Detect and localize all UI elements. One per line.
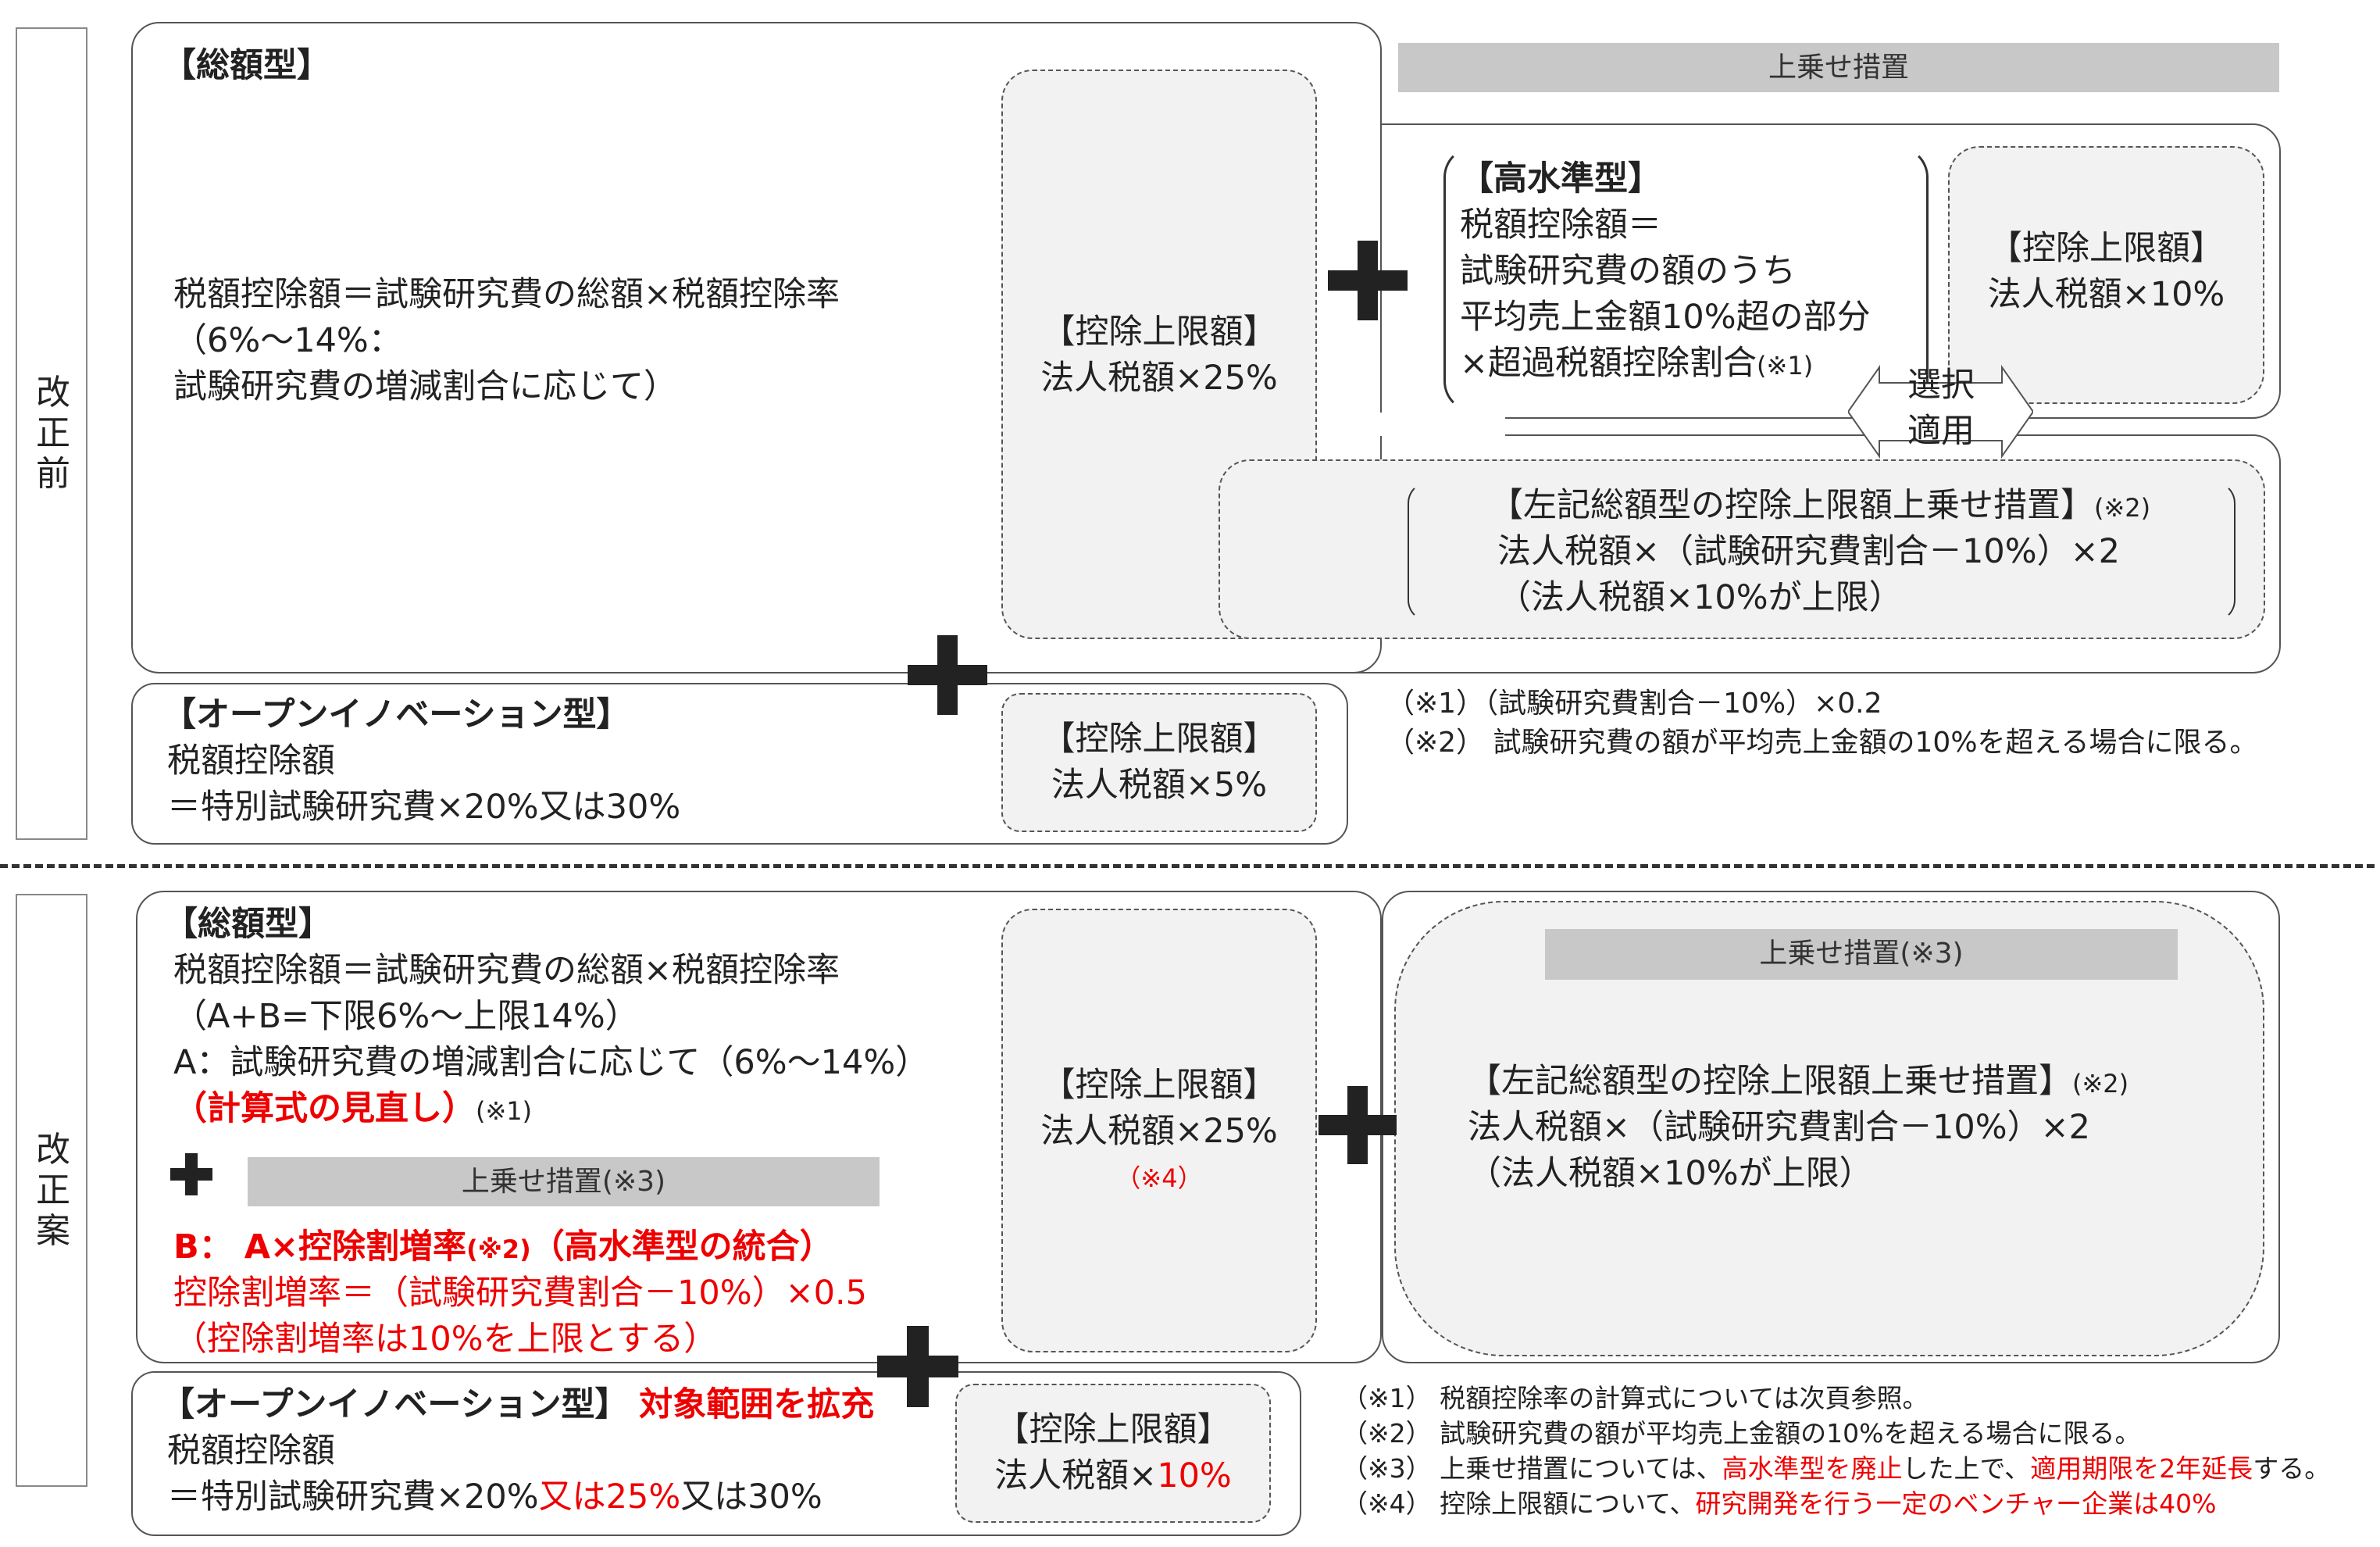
open-line: 税額控除額 <box>167 741 335 781</box>
addon-line: 法人税額×（試験研究費割合－10%）×2 <box>1468 1108 2090 1147</box>
after-footnote: （※3） 上乗せ措置については、高水準型を廃止した上で、適用期限を2年延長する。 <box>1342 1451 2330 1486</box>
cap-title: 【控除上限額】 <box>1041 1066 1277 1105</box>
after-total-line: （計算式の見直し）(※1) <box>173 1086 532 1134</box>
cap-note: （※4） <box>1115 1163 1203 1193</box>
t: した上で、 <box>1902 1453 2031 1484</box>
after-total-line: （A+B=下限6%～上限14%） <box>173 997 639 1036</box>
t: する。 <box>2253 1453 2331 1484</box>
b-text2: （高水準型の統合） <box>530 1227 833 1267</box>
after-total-b3: （控除割増率は10%を上限とする） <box>173 1320 718 1359</box>
open-expansion: 対象範囲を拡充 <box>639 1385 875 1424</box>
t: ＝特別試験研究費×20% <box>167 1477 539 1517</box>
addon-line: 法人税額×（試験研究費割合－10%）×2 <box>1497 532 2120 571</box>
t-red: 10% <box>1157 1456 1232 1495</box>
cap-title: 【控除上限額】 <box>995 1410 1231 1449</box>
select-arrow-icon <box>1848 364 2033 459</box>
high-level-line: 試験研究費の額のうち <box>1460 252 1796 291</box>
after-total-line: A：試験研究費の増減割合に応じて（6%～14%） <box>173 1043 930 1082</box>
high-level-line: ×超過税額控除割合(※1) <box>1460 341 1813 389</box>
after-label-box: 改正案 <box>16 894 87 1487</box>
note: (※1) <box>476 1096 533 1126</box>
high-level-line: 平均売上金額10%超の部分 <box>1460 298 1871 337</box>
after-total-line: 税額控除額＝試験研究費の総額×税額控除率 <box>173 951 840 990</box>
note: (※2) <box>466 1234 531 1264</box>
addon-note: (※2) <box>2094 493 2151 523</box>
after-footnote: （※4） 控除上限額について、研究開発を行う一定のベンチャー企業は40% <box>1342 1486 2217 1521</box>
select-label: 選択 <box>1907 366 1975 405</box>
after-cap10-box: 【控除上限額】 法人税額×10% <box>955 1384 1271 1523</box>
before-footnote: （※1）（試験研究費割合－10%）×0.2 <box>1386 688 1882 720</box>
before-label-box: 改正前 <box>16 27 87 840</box>
t-red: 研究開発を行う一定のベンチャー企業は40% <box>1695 1488 2217 1519</box>
bracket <box>1408 481 2235 622</box>
t: 又は30% <box>680 1477 822 1517</box>
after-surcharge-bar: 上乗せ措置(※3) <box>1545 929 2178 980</box>
after-footnote: （※1） 税額控除率の計算式については次頁参照。 <box>1342 1383 1929 1413</box>
plus-icon <box>908 635 987 715</box>
before-surcharge-bar: 上乗せ措置 <box>1398 43 2279 92</box>
after-addon-box: 上乗せ措置(※3) 【左記総額型の控除上限額上乗せ措置】(※2) 法人税額×（試… <box>1394 901 2264 1356</box>
connector-mask <box>1380 413 1505 436</box>
addon-line: （法人税額×10%が上限） <box>1468 1154 1873 1193</box>
addon-line: （法人税額×10%が上限） <box>1497 578 1903 617</box>
after-surcharge-bar-left: 上乗せ措置(※3) <box>248 1157 880 1206</box>
plus-icon <box>170 1153 212 1195</box>
before-total-line: 税額控除額＝試験研究費の総額×税額控除率 <box>173 275 840 314</box>
after-label: 改正案 <box>36 1130 70 1251</box>
before-total-line: （6%～14%： <box>173 321 402 360</box>
after-total-b2: 控除割増率＝（試験研究費割合－10%）×0.5 <box>173 1274 867 1313</box>
addon-title: 【左記総額型の控除上限額上乗せ措置】(※2) <box>1468 1059 2128 1107</box>
addon-title: 【左記総額型の控除上限額上乗せ措置】(※2) <box>1490 483 2150 531</box>
b-text: B： A×控除割増率 <box>173 1227 467 1267</box>
open-line: 税額控除額 <box>167 1431 335 1470</box>
cap-value: 法人税額×10% <box>957 1453 1269 1499</box>
after-cap25-box: 【控除上限額】 法人税額×25% （※4） <box>1001 909 1317 1352</box>
cap-value: 法人税額×25% <box>1040 359 1278 398</box>
open-title: 【オープンイノベーション型】 対象範囲を拡充 <box>161 1382 874 1428</box>
t: （※3） 上乗せ措置については、 <box>1342 1453 1722 1484</box>
t-red: 高水準型を廃止 <box>1722 1453 1903 1484</box>
after-footnote: （※2） 試験研究費の額が平均売上金額の10%を超える場合に限る。 <box>1342 1418 2141 1449</box>
plus-icon <box>1328 241 1408 320</box>
t: （※4） 控除上限額について、 <box>1342 1488 1696 1519</box>
select-label: 適用 <box>1907 412 1975 451</box>
cap-title: 【控除上限額】 <box>1989 229 2224 268</box>
open-line: ＝特別試験研究費×20%又は25%又は30% <box>167 1474 822 1520</box>
before-total-line: 試験研究費の増減割合に応じて） <box>173 367 677 406</box>
cap-title: 【控除上限額】 <box>1041 313 1277 352</box>
before-total-title: 【総額型】 <box>162 46 330 85</box>
addon-title-text: 【左記総額型の控除上限額上乗せ措置】 <box>1490 486 2094 525</box>
before-footnote: （※2） 試験研究費の額が平均売上金額の10%を超える場合に限る。 <box>1386 727 2258 759</box>
before-label: 改正前 <box>36 373 70 494</box>
before-cap5-box: 【控除上限額】 法人税額×5% <box>1001 693 1317 832</box>
open-line: ＝特別試験研究費×20%又は30% <box>167 788 681 827</box>
after-total-b1: B： A×控除割増率(※2)（高水準型の統合） <box>173 1224 833 1273</box>
divider <box>0 864 2375 868</box>
high-level-title: 【高水準型】 <box>1460 159 1661 198</box>
cap-value: 法人税額×10% <box>1987 275 2225 314</box>
revision-note: （計算式の見直し） <box>173 1089 476 1128</box>
t-red: 適用期限を2年延長 <box>2030 1453 2253 1484</box>
cap-title: 【控除上限額】 <box>1041 720 1277 759</box>
open-title-text: 【オープンイノベーション型】 <box>161 1385 629 1424</box>
plus-icon <box>877 1326 958 1407</box>
high-level-line-text: ×超過税額控除割合 <box>1460 344 1757 383</box>
plus-icon <box>1318 1086 1397 1164</box>
high-level-box: 【高水準型】 税額控除額＝ 試験研究費の額のうち 平均売上金額10%超の部分 ×… <box>1443 146 1929 413</box>
after-total-title: 【総額型】 <box>164 905 332 944</box>
t-red: 又は25% <box>538 1477 681 1517</box>
cap-value: 法人税額×5% <box>1051 766 1268 805</box>
before-addon-box: 【左記総額型の控除上限額上乗せ措置】(※2) 法人税額×（試験研究費割合－10%… <box>1219 459 2265 639</box>
addon-note: (※2) <box>2072 1069 2129 1099</box>
before-cap10-box: 【控除上限額】 法人税額×10% <box>1948 146 2264 404</box>
cap-value: 法人税額×25% <box>1040 1112 1278 1151</box>
high-level-line: 税額控除額＝ <box>1460 205 1661 245</box>
t: 法人税額× <box>994 1456 1158 1495</box>
open-title: 【オープンイノベーション型】 <box>162 695 630 734</box>
before-cap25-box: 【控除上限額】 法人税額×25% <box>1001 70 1317 639</box>
high-level-note: (※1) <box>1757 351 1814 380</box>
addon-title-text: 【左記総額型の控除上限額上乗せ措置】 <box>1468 1062 2072 1101</box>
